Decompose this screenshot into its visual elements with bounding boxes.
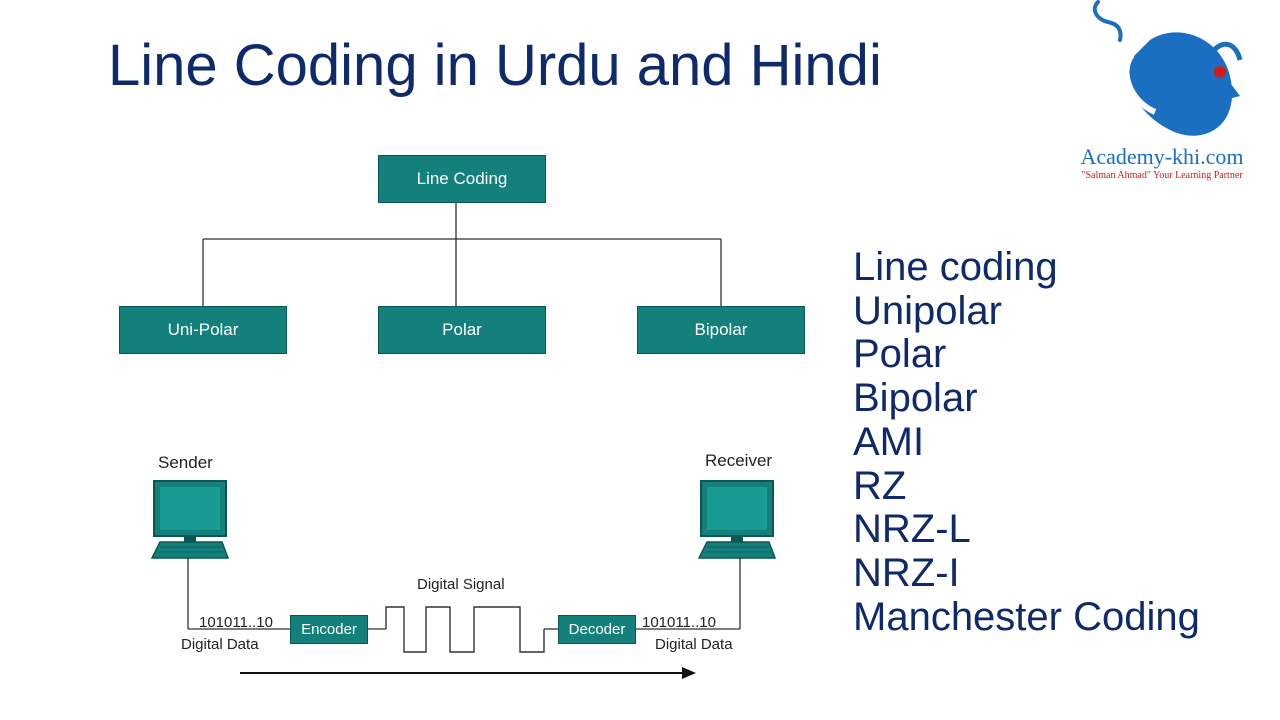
sender-data-value: 101011..10 — [199, 614, 273, 631]
logo-name: Academy-khi.com — [1080, 144, 1244, 169]
receiver-label: Receiver — [705, 451, 773, 470]
topic-item: NRZ-I — [853, 550, 960, 595]
digital-signal-label: Digital Signal — [417, 576, 505, 593]
academy-logo — [1092, 0, 1243, 136]
topic-list: Line coding Unipolar Polar Bipolar AMI R… — [853, 245, 1200, 639]
topic-item: AMI — [853, 419, 925, 464]
receiver-data-caption: Digital Data — [655, 636, 733, 653]
topic-item: Unipolar — [853, 288, 1002, 333]
box-line-coding: Line Coding — [378, 155, 546, 203]
mouse-icon — [1092, 0, 1243, 136]
receiver-data-value: 101011..10 — [642, 614, 716, 631]
encoder-box: Encoder — [290, 615, 368, 644]
topic-item: NRZ-L — [853, 507, 971, 552]
sender-label: Sender — [158, 453, 213, 472]
topic-item: Bipolar — [853, 376, 978, 421]
topic-item: Polar — [853, 332, 947, 377]
box-uni-polar: Uni-Polar — [119, 306, 287, 354]
topic-item: Line coding — [853, 245, 1058, 289]
sender-computer-icon — [150, 480, 230, 559]
receiver-computer-icon — [697, 480, 777, 559]
logo-tagline: "Salman Ahmad" Your Learning Partner — [1081, 170, 1243, 181]
page-title: Line Coding in Urdu and Hindi — [108, 33, 882, 98]
box-bipolar: Bipolar — [637, 306, 805, 354]
topic-item: Manchester Coding — [853, 594, 1200, 639]
digital-signal-wave — [385, 606, 545, 653]
decoder-box: Decoder — [558, 615, 636, 644]
topic-item: RZ — [853, 463, 907, 508]
sender-data-caption: Digital Data — [181, 636, 259, 653]
direction-arrow-head — [682, 667, 696, 679]
box-polar: Polar — [378, 306, 546, 354]
